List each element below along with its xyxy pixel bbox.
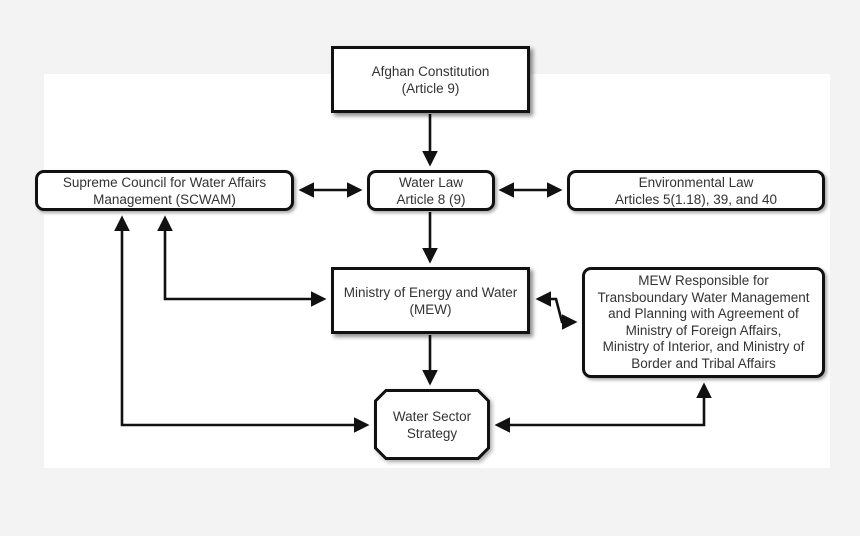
node-label-line: Ministry of Foreign Affairs,	[625, 322, 782, 338]
arrow-mew-responsibility	[535, 291, 578, 330]
node-label-line: (Article 9)	[401, 80, 460, 96]
node-label-line: Article 8 (9)	[396, 191, 466, 207]
node-label-line: Strategy	[406, 425, 458, 441]
node-label-line: Management (SCWAM)	[93, 191, 236, 207]
node-label-line: Water Sector	[392, 408, 472, 424]
water-sector-strategy-octagon	[374, 389, 490, 460]
node-label-line: MEW Responsible for	[638, 273, 769, 288]
node-label-line: Articles 5(1.18), 39, and 40	[614, 191, 778, 207]
afghan-constitution-box: Afghan Constitution (Article 9)	[331, 46, 530, 113]
environmental-law-box: Environmental Law Articles 5(1.18), 39, …	[567, 170, 825, 211]
scwam-box: Supreme Council for Water Affairs Manage…	[35, 170, 294, 211]
node-label-line: Border and Tribal Affairs	[631, 355, 776, 371]
node-label-line: Water Law	[398, 174, 464, 190]
node-label-line: (MEW)	[409, 301, 452, 317]
water-law-box: Water Law Article 8 (9)	[367, 170, 495, 211]
node-label-line: Afghan Constitution	[371, 63, 490, 79]
node-label-line: Transboundary Water Management	[597, 289, 810, 305]
node-label-line: and Planning with Agreement of	[608, 306, 799, 321]
node-label-line: Environmental Law	[638, 174, 754, 190]
arrow-strategy-responsibility	[494, 382, 712, 433]
arrow-scwam-strategy	[114, 215, 370, 433]
mew-responsibility-box: MEW Responsible for Transboundary Water …	[582, 267, 825, 378]
water-sector-strategy-box: Water Sector Strategy	[374, 389, 490, 460]
mew-box: Ministry of Energy and Water (MEW)	[331, 267, 530, 334]
node-label-line: Supreme Council for Water Affairs	[62, 174, 267, 190]
node-label-line: Ministry of Energy and Water	[343, 284, 518, 300]
arrow-scwam-mew	[157, 215, 327, 307]
node-label-line: Ministry of Interior, and Ministry of	[602, 339, 805, 354]
